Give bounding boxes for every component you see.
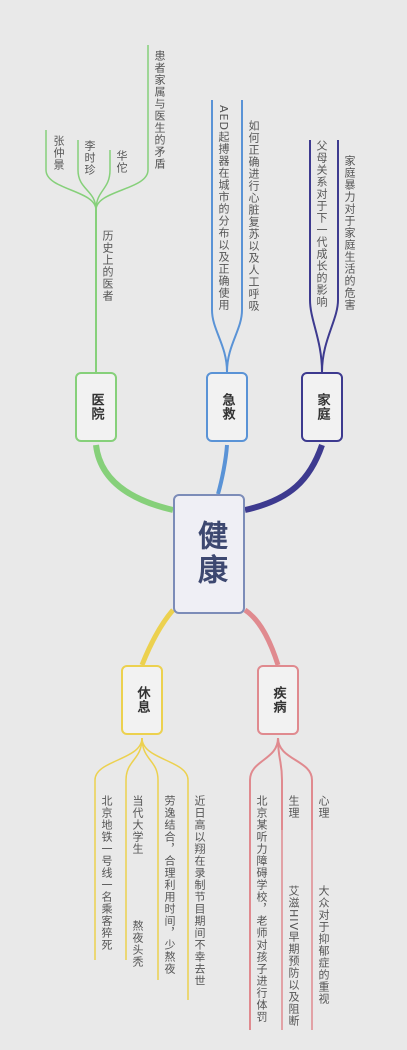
hospital-extra[interactable]: 患者家属与医生的矛盾 xyxy=(153,50,166,170)
rest-item[interactable]: 当代大学生 xyxy=(131,795,144,855)
disease-sub[interactable]: 心理 xyxy=(317,795,330,819)
hospital-item[interactable]: 张仲景 xyxy=(52,135,65,171)
branch-family[interactable]: 家庭 xyxy=(301,372,343,442)
branch-hospital-label: 医院 xyxy=(88,393,104,421)
rest-item[interactable]: 近日高以翔在录制节目期间不幸去世 xyxy=(193,795,206,987)
family-item[interactable]: 父母关系对于下一代成长的影响 xyxy=(315,140,328,308)
family-item[interactable]: 家庭暴力对于家庭生活的危害 xyxy=(343,155,356,311)
rest-item[interactable]: 劳逸结合，合理利用时间，少熬夜 xyxy=(163,795,176,975)
rest-item[interactable]: 北京地铁一号线一名乘客猝死 xyxy=(100,795,113,951)
disease-sub[interactable]: 生理 xyxy=(287,795,300,819)
firstaid-item[interactable]: AED起搏器在城市的分布以及正确使用 xyxy=(217,105,230,311)
hospital-sub[interactable]: 历史上的医者 xyxy=(101,230,114,302)
root-label: 健康 xyxy=(192,520,227,588)
hospital-item[interactable]: 华佗 xyxy=(115,150,128,174)
branch-rest[interactable]: 休息 xyxy=(121,665,163,735)
firstaid-item[interactable]: 如何正确进行心脏复苏以及人工呼吸 xyxy=(247,120,260,312)
branch-rest-label: 休息 xyxy=(134,686,150,714)
branch-family-label: 家庭 xyxy=(314,393,330,421)
branch-disease[interactable]: 疾病 xyxy=(257,665,299,735)
branch-hospital[interactable]: 医院 xyxy=(75,372,117,442)
hospital-item[interactable]: 李时珍 xyxy=(83,140,96,176)
branch-firstaid-label: 急救 xyxy=(219,393,235,421)
branch-disease-label: 疾病 xyxy=(270,686,286,714)
branch-firstaid[interactable]: 急救 xyxy=(206,372,248,442)
rest-extra[interactable]: 熬夜头秃 xyxy=(131,920,144,968)
disease-item[interactable]: 艾滋HIV早期预防以及阻断 xyxy=(287,885,300,1028)
disease-sub[interactable]: 北京某听力障碍学校，老师对孩子进行体罚 xyxy=(255,795,268,1023)
root-node[interactable]: 健康 xyxy=(173,494,245,614)
disease-item[interactable]: 大众对于抑郁症的重视 xyxy=(317,885,330,1005)
